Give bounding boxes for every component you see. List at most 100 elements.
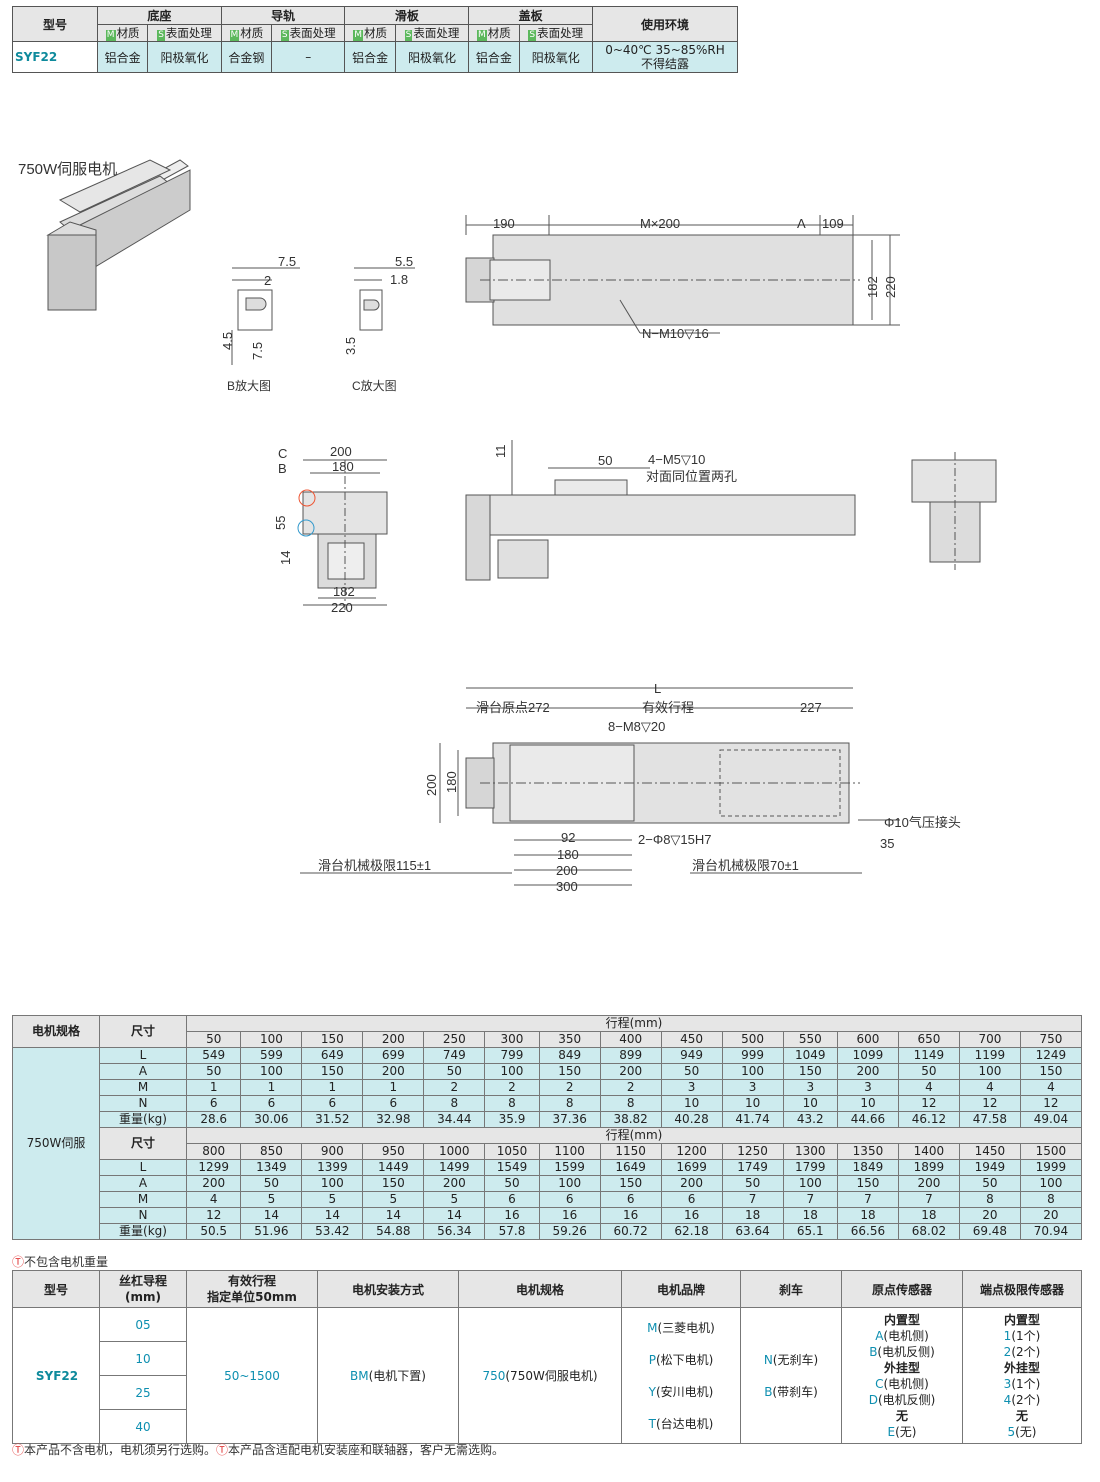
table-cell: 69.48 [958,1223,1021,1240]
table-cell: 5 [423,1191,486,1208]
brake-option: N(无刹车) [763,1352,819,1367]
table-cell: 62.18 [660,1223,723,1240]
dim-label: A [797,216,806,231]
table-cell: 50 [897,1063,960,1080]
table-cell: 100 [721,1063,784,1080]
row-label: M [99,1079,187,1096]
stroke-value: 1150 [599,1143,662,1160]
dim-label: 11 [493,445,508,459]
b-zoom-label: B放大图 [227,378,271,393]
table-cell: 12 [1019,1095,1083,1112]
spec-group-rail: 导轨 [220,6,346,25]
stroke-value: 1450 [958,1143,1021,1160]
table-cell: 38.82 [599,1111,662,1128]
table-cell: 150 [599,1175,662,1192]
table-cell: 999 [721,1047,784,1064]
dim-label: B [278,461,287,476]
table-cell: 6 [484,1191,540,1208]
table-cell: 6 [362,1095,425,1112]
dim-label: 滑台机械极限115±1 [318,858,431,873]
dim-label: 92 [561,830,575,845]
table-cell: 150 [782,1063,838,1080]
table-cell: 2 [538,1079,601,1096]
stroke-value: 850 [240,1143,303,1160]
stroke-value: 800 [185,1143,242,1160]
spec-env-header: 使用环境 [592,6,738,42]
spec-group-base: 底座 [97,6,222,25]
brand-option: T(台达电机) [648,1416,714,1431]
table-cell: 849 [538,1047,601,1064]
table-cell: 63.64 [721,1223,784,1240]
spec-value: 铝合金 [344,41,396,73]
spec-value: 阳极氧化 [518,41,594,73]
table-cell: 8 [484,1095,540,1112]
table-cell: 60.72 [599,1223,662,1240]
dim-label: 7.5 [250,342,265,360]
table-cell: 3 [721,1079,784,1096]
dim-label: 2−Φ8▽15H7 [638,832,712,847]
top-view [465,215,900,334]
stroke-value: 350 [538,1031,601,1048]
table-cell: 18 [782,1207,838,1224]
row-label: N [99,1207,187,1224]
stroke-value: 750 [1019,1031,1083,1048]
dim-label: 滑台机械极限70±1 [692,858,799,873]
row-label: A [99,1063,187,1080]
table-cell: 949 [660,1047,723,1064]
stroke-value: 1000 [423,1143,486,1160]
table-cell: 50 [240,1175,303,1192]
dim-label: 180 [332,459,354,474]
table-cell: 14 [362,1207,425,1224]
row-label: L [99,1159,187,1176]
brake-options: N(无刹车) B(带刹车) [740,1307,842,1444]
mount-option: BM(电机下置) [317,1307,459,1444]
table-cell: 57.8 [484,1223,540,1240]
table-cell: 100 [958,1063,1021,1080]
brand-option: Y(安川电机) [648,1384,714,1399]
table-cell: 34.44 [423,1111,486,1128]
table-cell: 49.04 [1019,1111,1083,1128]
table-cell: 7 [897,1191,960,1208]
table-cell: 50.5 [185,1223,242,1240]
spec-group-cover: 盖板 [468,6,593,25]
table-cell: 1449 [362,1159,425,1176]
table-cell: 549 [185,1047,242,1064]
table-cell: 1049 [782,1047,838,1064]
table-cell: 8 [958,1191,1021,1208]
table-cell: 1 [301,1079,364,1096]
table-cell: 8 [1019,1191,1083,1208]
lead-option: 05 [99,1307,187,1342]
order-model: SYF22 [12,1307,100,1444]
table-cell: 150 [1019,1063,1083,1080]
stroke-value: 600 [836,1031,899,1048]
table-cell: 10 [782,1095,838,1112]
stroke-value: 400 [599,1031,662,1048]
table-cell: 18 [721,1207,784,1224]
order-table: 型号 丝杠导程 (mm) 有效行程 指定单位50mm 电机安装方式 电机规格 电… [12,1270,1082,1444]
c-zoom-label: C放大图 [352,378,397,393]
note-icon: Ⓣ [12,1443,25,1457]
dim-label: 14 [278,551,293,565]
brand-option: M(三菱电机) [647,1320,715,1335]
table-cell: 1899 [897,1159,960,1176]
table-cell: 50 [185,1063,242,1080]
stroke-header: 行程(mm) [186,1015,1082,1032]
dim-label: 1.8 [390,272,408,287]
table-header: 尺寸 [99,1127,187,1160]
stroke-value: 200 [362,1031,425,1048]
table-cell: 1999 [1019,1159,1083,1176]
table-cell: 150 [362,1175,425,1192]
table-cell: 53.42 [301,1223,364,1240]
dim-label: 滑台原点272 [476,700,550,715]
table-cell: 12 [897,1095,960,1112]
table-cell: 1549 [484,1159,540,1176]
c-zoom-view [354,267,415,331]
table-cell: 1349 [240,1159,303,1176]
table-cell: 12 [185,1207,242,1224]
dim-label: 300 [556,879,578,894]
table-cell: 100 [782,1175,838,1192]
